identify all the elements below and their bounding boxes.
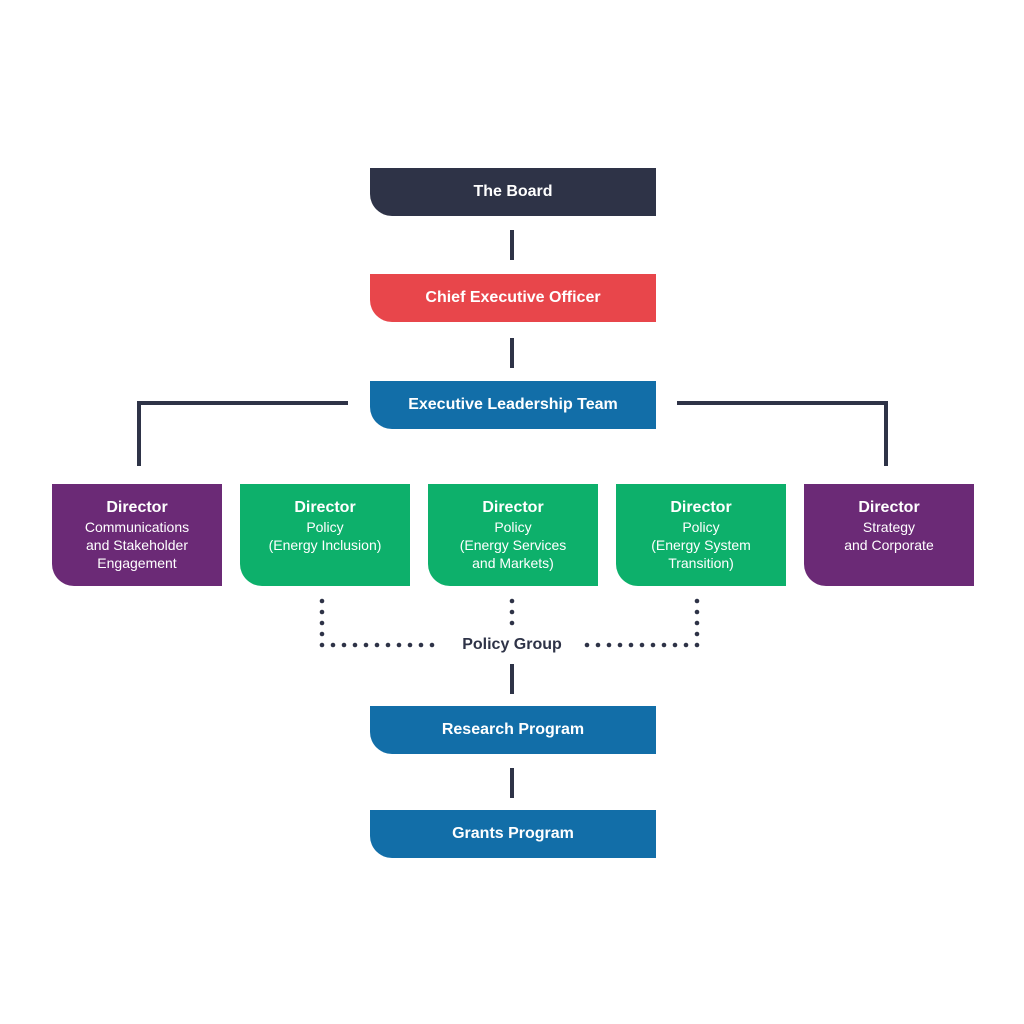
ceo-label: Chief Executive Officer — [425, 289, 601, 306]
director-line: Policy — [494, 519, 532, 535]
policy-dotted-right-horizontal — [639, 642, 645, 648]
policy-dotted-left-horizontal — [363, 642, 369, 648]
director-energy-system-box[interactable]: Director Policy (Energy System Transitio… — [616, 484, 786, 586]
policy-dotted-right-horizontal — [683, 642, 689, 648]
policy-dotted-right-vertical — [694, 598, 700, 604]
policy-dotted-center-vertical — [509, 620, 515, 626]
connector-elt-right — [677, 401, 888, 466]
director-line: (Energy Services — [459, 537, 567, 553]
policy-dotted-left-vertical — [319, 631, 325, 637]
policy-dotted-left-vertical — [319, 598, 325, 604]
policy-dotted-left-horizontal — [385, 642, 391, 648]
policy-dotted-left-horizontal — [352, 642, 358, 648]
policy-dotted-left-horizontal — [418, 642, 424, 648]
director-title: Director — [294, 499, 356, 516]
director-line: and Stakeholder — [86, 537, 188, 553]
research-program-label: Research Program — [441, 721, 585, 738]
policy-dotted-left-horizontal — [396, 642, 402, 648]
director-energy-services-box[interactable]: Director Policy (Energy Services and Mar… — [428, 484, 598, 586]
policy-dotted-right-vertical — [694, 642, 700, 648]
policy-dotted-right-horizontal — [628, 642, 634, 648]
policy-dotted-left-horizontal — [341, 642, 347, 648]
director-communications-box[interactable]: Director Communications and Stakeholder … — [52, 484, 222, 586]
director-line: Policy — [306, 519, 344, 535]
policy-dotted-left-vertical — [319, 620, 325, 626]
elt-label: Executive Leadership Team — [408, 396, 618, 413]
policy-dotted-right-horizontal — [606, 642, 612, 648]
policy-dotted-center-vertical — [509, 598, 515, 604]
policy-dotted-left-horizontal — [330, 642, 336, 648]
director-line: Engagement — [97, 555, 177, 571]
policy-dotted-left-horizontal — [374, 642, 380, 648]
director-line: (Energy System — [651, 537, 751, 553]
director-line: Transition) — [668, 555, 734, 571]
policy-dotted-right-horizontal — [617, 642, 623, 648]
director-line: Strategy — [862, 519, 916, 535]
board-label: The Board — [473, 183, 553, 200]
connector-elt-left — [137, 401, 348, 466]
director-line: Communications — [84, 519, 190, 535]
policy-dotted-right-horizontal — [672, 642, 678, 648]
policy-dotted-right-horizontal — [650, 642, 656, 648]
policy-dotted-left-horizontal — [407, 642, 413, 648]
ceo-box[interactable]: Chief Executive Officer — [370, 274, 656, 322]
board-box[interactable]: The Board — [370, 168, 656, 216]
policy-group-label: Policy Group — [462, 636, 562, 653]
policy-dotted-right-horizontal — [661, 642, 667, 648]
policy-dotted-right-horizontal — [595, 642, 601, 648]
policy-dotted-right-horizontal — [584, 642, 590, 648]
policy-dotted-right-vertical — [694, 631, 700, 637]
grants-program-label: Grants Program — [452, 825, 574, 842]
director-line: (Energy Inclusion) — [268, 537, 382, 553]
policy-dotted-left-vertical — [319, 609, 325, 615]
director-title: Director — [482, 499, 544, 516]
policy-dotted-center-vertical — [509, 609, 515, 615]
research-program-box[interactable]: Research Program — [370, 706, 656, 754]
director-energy-inclusion-box[interactable]: Director Policy (Energy Inclusion) — [240, 484, 410, 586]
director-line: and Corporate — [844, 537, 934, 553]
director-title: Director — [106, 499, 168, 516]
director-title: Director — [670, 499, 732, 516]
director-strategy-box[interactable]: Director Strategy and Corporate — [804, 484, 974, 586]
policy-dotted-right-vertical — [694, 609, 700, 615]
director-title: Director — [858, 499, 920, 516]
director-line: Policy — [682, 519, 720, 535]
policy-dotted-right-vertical — [694, 620, 700, 626]
grants-program-box[interactable]: Grants Program — [370, 810, 656, 858]
director-line: and Markets) — [472, 555, 554, 571]
policy-dotted-left-vertical — [319, 642, 325, 648]
policy-dotted-left-horizontal — [429, 642, 435, 648]
elt-box[interactable]: Executive Leadership Team — [370, 381, 656, 429]
